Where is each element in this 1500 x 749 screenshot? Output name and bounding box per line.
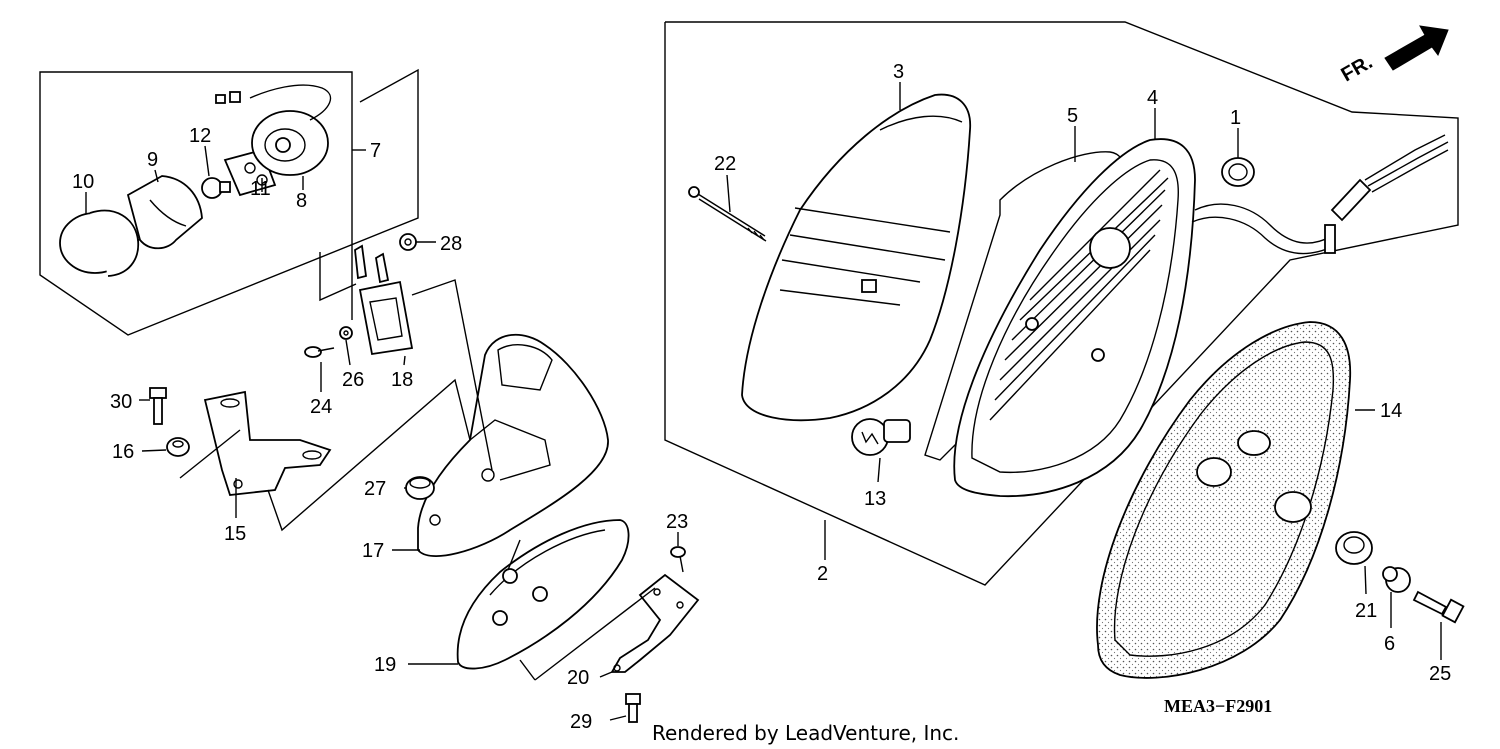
- part-long-screw: [688, 186, 767, 242]
- callout-7: 7: [370, 140, 381, 162]
- callout-9: 9: [147, 149, 158, 171]
- callout-4: 4: [1147, 87, 1158, 109]
- part-screw: [304, 346, 335, 358]
- front-direction-label: FR.: [1338, 51, 1377, 86]
- callout-19: 19: [374, 654, 396, 676]
- part-bolt: [149, 387, 167, 425]
- group-frame-tail-light: [664, 21, 1459, 586]
- callout-3: 3: [893, 61, 904, 83]
- part-tail-bulb: [851, 418, 911, 456]
- callout-6: 6: [1384, 633, 1395, 655]
- callout-24: 24: [310, 396, 332, 418]
- part-collar: [166, 437, 190, 457]
- front-arrow-icon: [1384, 25, 1449, 71]
- part-base-grommet: [1335, 531, 1373, 565]
- callout-25: 25: [1429, 663, 1451, 685]
- callout-18: 18: [391, 369, 413, 391]
- render-credit: Rendered by LeadVenture, Inc.: [652, 721, 959, 745]
- part-license-lens: [59, 209, 151, 277]
- callout-8: 8: [296, 190, 307, 212]
- part-tail-housing: [953, 138, 1336, 498]
- part-tail-lens: [741, 93, 971, 422]
- callout-30: 30: [110, 391, 132, 413]
- callout-23: 23: [666, 511, 688, 533]
- callouts: 1 2 3 4 5 6 7 8 9 10 11 12 13 14 15 16 1…: [72, 61, 1451, 733]
- part-nut: [399, 233, 417, 251]
- part-washer: [339, 326, 353, 340]
- part-base-bolt: [1412, 590, 1465, 624]
- diagram-reference-code: MEA3−F2901: [1164, 696, 1272, 716]
- callout-20: 20: [567, 667, 589, 689]
- callout-14: 14: [1380, 400, 1402, 422]
- callout-11: 11: [250, 178, 271, 200]
- part-wire-grommet: [1221, 157, 1255, 187]
- part-license-housing: [126, 175, 203, 250]
- part-grommet: [405, 476, 435, 500]
- callout-21: 21: [1355, 600, 1377, 622]
- part-license-bracket: [203, 390, 332, 496]
- part-base-collar: [1382, 566, 1411, 593]
- callout-10: 10: [72, 171, 94, 193]
- front-direction-indicator: FR.: [1338, 25, 1449, 86]
- part-tail-connector: [1330, 134, 1449, 222]
- callout-29: 29: [570, 711, 592, 733]
- callout-12: 12: [189, 125, 211, 147]
- callout-26: 26: [342, 369, 364, 391]
- part-license-panel: [417, 333, 609, 557]
- part-license-socket: [215, 84, 332, 176]
- part-bottom-bolt: [625, 693, 641, 723]
- leader-lines: [85, 82, 1442, 721]
- callout-15: 15: [224, 523, 246, 545]
- part-small-screw: [670, 546, 686, 573]
- callout-16: 16: [112, 441, 134, 463]
- group-frame-license-light: [39, 68, 419, 336]
- callout-27: 27: [364, 478, 386, 500]
- part-gasket: [354, 244, 414, 356]
- part-lower-panel: [456, 519, 630, 670]
- callout-2: 2: [817, 563, 828, 585]
- callout-5: 5: [1067, 105, 1078, 127]
- callout-28: 28: [440, 233, 462, 255]
- callout-1: 1: [1230, 107, 1241, 129]
- part-rear-base: [1096, 321, 1352, 679]
- callout-22: 22: [714, 153, 736, 175]
- callout-13: 13: [864, 488, 886, 510]
- callout-17: 17: [362, 540, 384, 562]
- part-stay-bracket: [610, 573, 700, 673]
- part-license-bulb: [201, 177, 231, 199]
